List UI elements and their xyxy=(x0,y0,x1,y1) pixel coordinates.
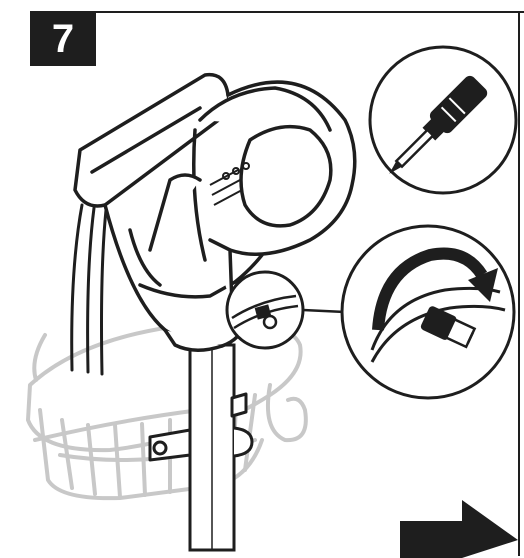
callout-leader-line xyxy=(302,308,346,314)
device-vents-illustration xyxy=(209,162,250,206)
device-head-illustration xyxy=(73,72,357,352)
bolt-detail-illustration xyxy=(420,306,477,349)
pole-illustration xyxy=(188,343,236,552)
panel-top-border xyxy=(30,11,524,13)
screwdriver-icon xyxy=(389,75,488,174)
next-step-arrow-icon xyxy=(400,500,518,558)
clockwise-rotate-arrow-icon xyxy=(372,247,498,331)
step-number-badge: 7 xyxy=(30,11,96,66)
panel-right-border xyxy=(518,11,520,556)
bolt-callout-circle xyxy=(225,270,305,350)
cable-illustration xyxy=(70,203,108,376)
pole-clamp-illustration xyxy=(148,392,254,462)
